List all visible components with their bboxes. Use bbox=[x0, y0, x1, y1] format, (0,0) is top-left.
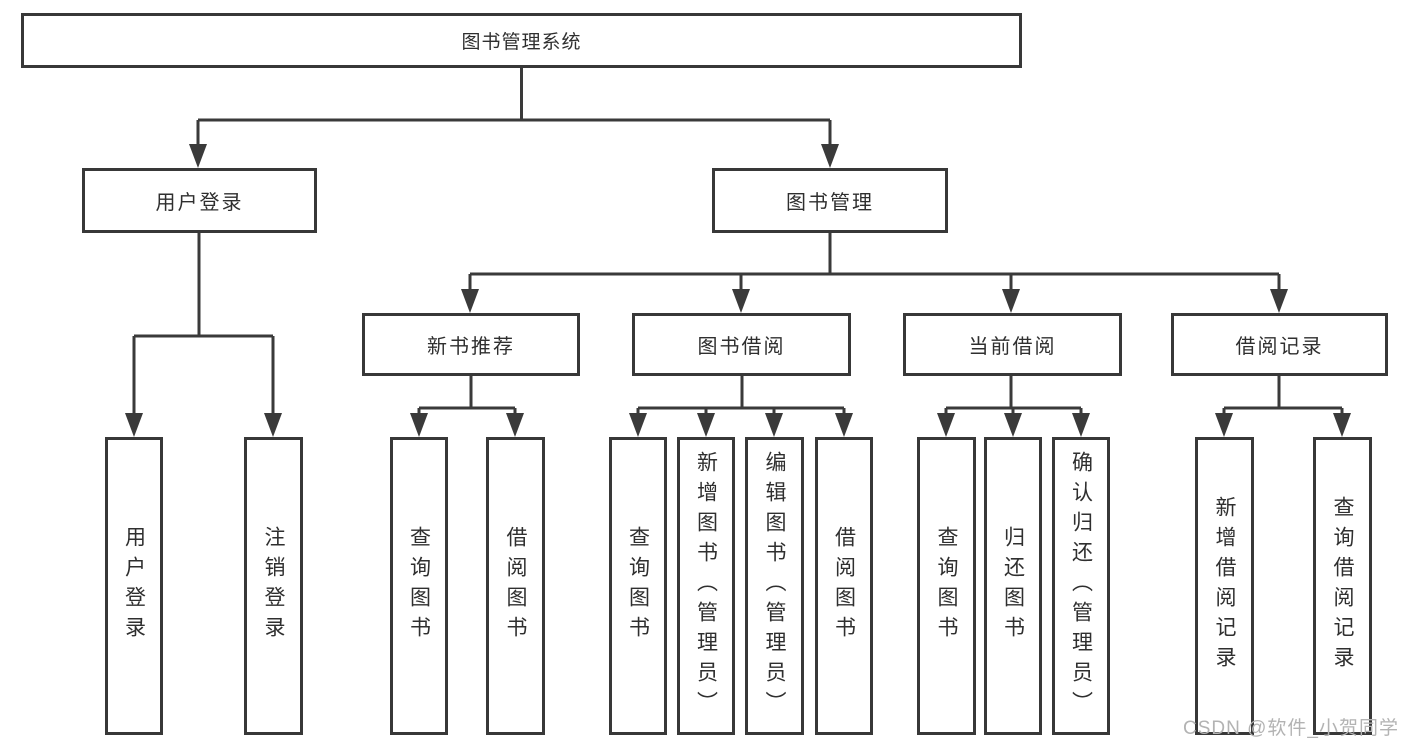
node-label: 图书借阅 bbox=[697, 336, 786, 358]
node-label: 新书推荐 bbox=[427, 336, 515, 358]
arrowhead-icon bbox=[1333, 413, 1351, 437]
edge-user-login-to-leaves bbox=[132, 233, 275, 420]
arrowhead-icon bbox=[732, 289, 750, 313]
node-user-login: 用户登录 bbox=[82, 168, 317, 233]
leaf-user-login: 用户登录 bbox=[105, 437, 163, 735]
node-borrowing-records: 借阅记录 bbox=[1171, 313, 1388, 376]
leaf-edit-book-admin: 编辑图书（管理员） bbox=[745, 437, 804, 735]
node-label: 查询图书 bbox=[626, 526, 650, 646]
arrowhead-icon bbox=[629, 413, 647, 437]
node-label: 借阅图书 bbox=[504, 526, 527, 646]
leaf-add-book-admin: 新增图书（管理员） bbox=[677, 437, 735, 735]
node-new-book-recommendation: 新书推荐 bbox=[362, 313, 580, 376]
node-label: 编辑图书（管理员） bbox=[763, 451, 786, 721]
watermark: CSDN @软件_小贺同学 bbox=[1183, 718, 1399, 739]
node-book-borrowing: 图书借阅 bbox=[632, 313, 851, 376]
arrowhead-icon bbox=[506, 413, 524, 437]
node-label: 用户登录 bbox=[155, 192, 244, 214]
leaf-return-book: 归还图书 bbox=[984, 437, 1042, 735]
leaf-logout: 注销登录 bbox=[244, 437, 303, 735]
arrowhead-icon bbox=[1072, 413, 1090, 437]
node-label: 查询图书 bbox=[407, 526, 431, 646]
node-label: 归还图书 bbox=[1001, 526, 1025, 646]
node-current-borrowing: 当前借阅 bbox=[903, 313, 1122, 376]
arrowhead-icon bbox=[125, 413, 143, 437]
arrowhead-icon bbox=[765, 413, 783, 437]
arrowhead-icon bbox=[835, 413, 853, 437]
arrowhead-icon bbox=[1004, 413, 1022, 437]
arrowhead-icon bbox=[1215, 413, 1233, 437]
node-label: 借阅记录 bbox=[1235, 336, 1324, 358]
leaf-confirm-return-admin: 确认归还（管理员） bbox=[1052, 437, 1110, 735]
leaf-add-borrow-record: 新增借阅记录 bbox=[1195, 437, 1254, 735]
arrowhead-icon bbox=[697, 413, 715, 437]
node-label: 当前借阅 bbox=[968, 336, 1057, 358]
edge-book-management-to-level3 bbox=[468, 233, 1281, 295]
leaf-query-borrow-record: 查询借阅记录 bbox=[1313, 437, 1372, 735]
edge-book-borrow-to-leaves bbox=[636, 376, 846, 420]
tree-edges bbox=[132, 68, 1344, 420]
node-label: 注销登录 bbox=[262, 526, 285, 646]
node-label: 查询图书 bbox=[935, 526, 958, 646]
node-label: 新增借阅记录 bbox=[1213, 496, 1236, 676]
arrowheads bbox=[125, 144, 1351, 437]
leaf-query-books-current: 查询图书 bbox=[917, 437, 976, 735]
arrowhead-icon bbox=[264, 413, 282, 437]
node-book-management: 图书管理 bbox=[712, 168, 948, 233]
edge-root-to-level2 bbox=[196, 68, 832, 150]
node-label: 图书管理系统 bbox=[461, 32, 582, 53]
arrowhead-icon bbox=[1002, 289, 1020, 313]
node-label: 确认归还（管理员） bbox=[1069, 451, 1093, 721]
arrowhead-icon bbox=[937, 413, 955, 437]
node-label: 新增图书（管理员） bbox=[694, 451, 718, 721]
arrowhead-icon bbox=[410, 413, 428, 437]
node-label: 用户登录 bbox=[122, 526, 146, 646]
leaf-borrow-books: 借阅图书 bbox=[815, 437, 873, 735]
arrowhead-icon bbox=[821, 144, 839, 168]
edge-new-book-to-leaves bbox=[417, 376, 517, 420]
node-label: 查询借阅记录 bbox=[1331, 496, 1354, 676]
leaf-borrow-books-recommend: 借阅图书 bbox=[486, 437, 545, 735]
leaf-query-books-recommend: 查询图书 bbox=[390, 437, 448, 735]
node-label: 图书管理 bbox=[786, 192, 874, 214]
leaf-query-books-borrow: 查询图书 bbox=[609, 437, 667, 735]
arrowhead-icon bbox=[461, 289, 479, 313]
arrowhead-icon bbox=[189, 144, 207, 168]
edge-borrow-records-to-leaves bbox=[1222, 376, 1344, 420]
node-book-management-system: 图书管理系统 bbox=[21, 13, 1022, 68]
node-label: 借阅图书 bbox=[832, 526, 856, 646]
arrowhead-icon bbox=[1270, 289, 1288, 313]
